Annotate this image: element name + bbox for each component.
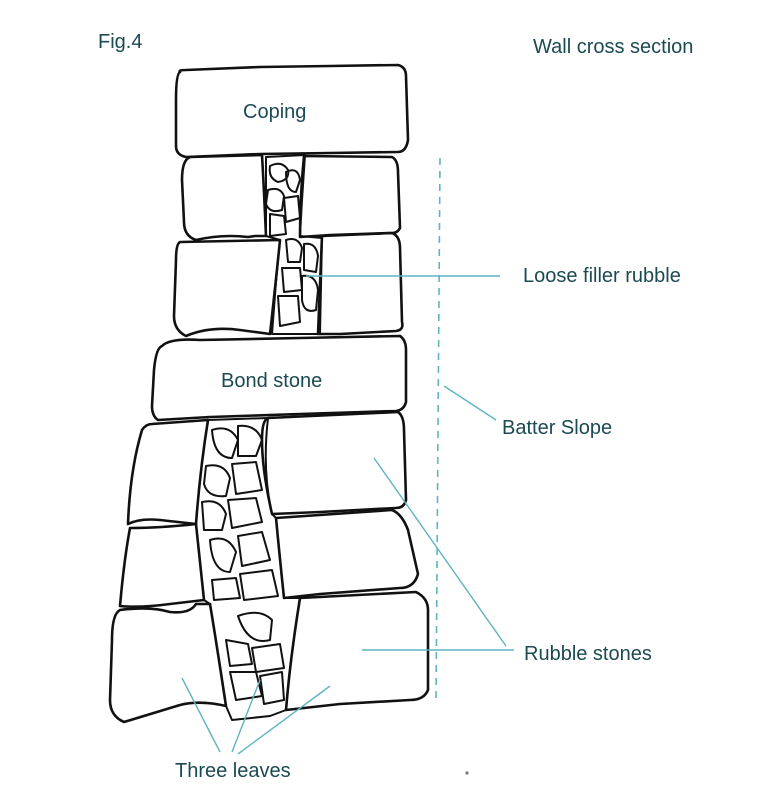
bond-stone-label: Bond stone (221, 370, 322, 392)
upper-rubble-core (265, 154, 323, 335)
three-leaves-leader-left (181, 677, 221, 753)
rubble-stones-leader-upper (373, 457, 507, 647)
course-2 (172, 231, 404, 338)
batter-slope-label: Batter Slope (502, 417, 612, 439)
three-leaves-leader-right (237, 685, 331, 755)
course-1 (180, 153, 402, 242)
three-leaves-label: Three leaves (175, 760, 291, 782)
figure-title: Wall cross section (533, 36, 693, 58)
stray-mark (465, 771, 469, 775)
lower-rubble-core (195, 417, 301, 721)
bond-stone: Bond stone (150, 334, 408, 422)
coping-label: Coping (243, 101, 306, 123)
batter-slope-line (435, 157, 441, 703)
figure-number: Fig.4 (98, 31, 142, 53)
coping-stone: Coping (174, 63, 410, 159)
loose-filler-rubble-label: Loose filler rubble (523, 265, 681, 287)
rubble-stones-label: Rubble stones (524, 643, 652, 665)
batter-slope-leader (443, 385, 497, 421)
three-leaves-leader-middle (231, 679, 261, 753)
